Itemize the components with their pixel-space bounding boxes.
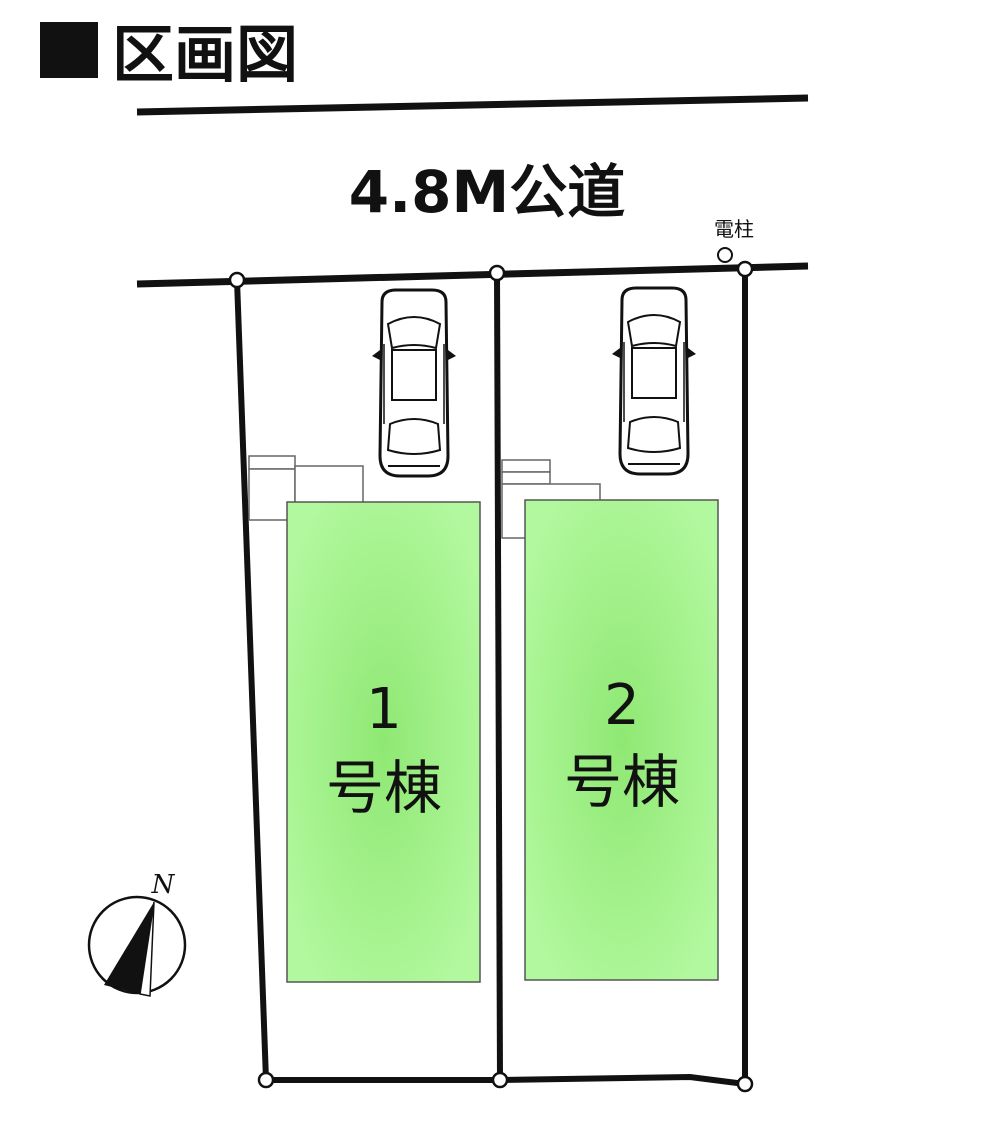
north-compass-icon: N [87,870,187,997]
lot1-number: 1 [366,677,402,742]
page-title: 区画図 [112,18,298,91]
lot1-building [286,501,481,983]
road-label: 4.8M公道 [349,158,625,226]
utility-pole-icon [717,247,733,263]
road-near-edge [136,262,809,288]
lot1-car-icon [372,288,456,478]
lot1-label: 号棟 [326,754,442,822]
title-square-icon [40,22,98,78]
compass-north-label: N [151,870,176,900]
utility-pole-label: 電柱 [714,217,754,241]
lot-boundaries [234,269,748,1087]
lot2-building [524,499,719,981]
lot2-label: 号棟 [564,748,680,816]
boundary-markers [228,260,754,1093]
lot2-car-icon [612,286,696,476]
lot2-number: 2 [604,673,640,738]
road-far-edge [136,94,809,116]
